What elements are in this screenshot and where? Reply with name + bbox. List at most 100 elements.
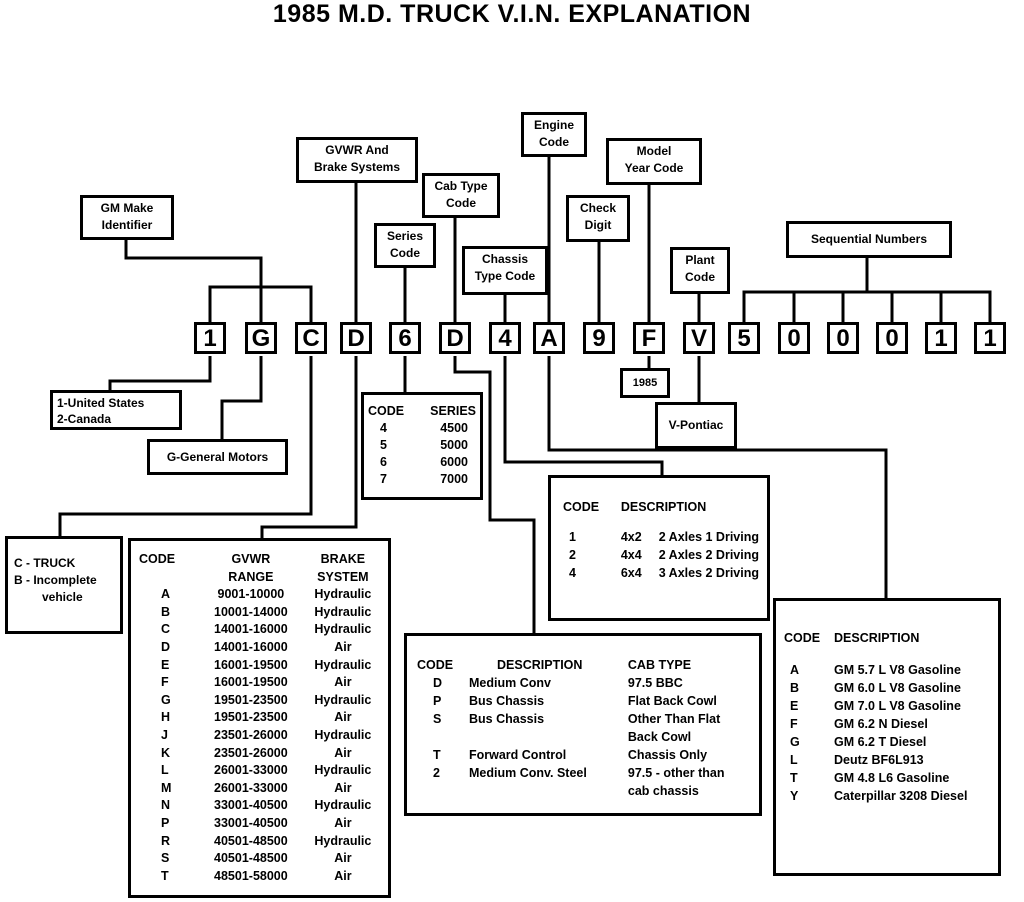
table-cell: 23501-26000 <box>214 727 288 742</box>
table-cell: 3 Axles 2 Driving <box>658 566 759 580</box>
table-cell: Medium Conv <box>469 676 551 690</box>
table-cell: 26001-33000 <box>214 780 288 795</box>
table-cell: Flat Back Cowl <box>627 694 717 708</box>
table-cell: S <box>161 851 170 866</box>
table-cell: GM 6.0 L V8 Gasoline <box>834 681 961 695</box>
table-cell: 97.5 - other than <box>627 766 725 780</box>
table-cell: F <box>790 717 798 731</box>
table-cell: Air <box>334 868 352 883</box>
table-cell: 33001-40500 <box>214 815 288 830</box>
table-cell: GM 7.0 L V8 Gasoline <box>834 699 961 713</box>
table-cell: J <box>161 727 168 742</box>
table-cell: 48501-58000 <box>214 868 288 883</box>
table-cell: 4x2 <box>620 530 642 544</box>
table-cell: 9001-10000 <box>217 587 285 602</box>
table-cell: Other Than Flat <box>627 712 721 726</box>
table-cell: 14001-16000 <box>214 639 288 654</box>
table-cell: 40501-48500 <box>214 833 288 848</box>
vin-char: G <box>245 322 277 354</box>
vin-char: 5 <box>728 322 760 354</box>
table-cell: A <box>790 663 800 677</box>
table-cell: F <box>161 675 169 690</box>
table-cell: 40501-48500 <box>214 851 288 866</box>
plant-value: V-Pontiac <box>655 402 737 449</box>
vin-char: 1 <box>974 322 1006 354</box>
table-cell: 2 <box>569 548 576 562</box>
table-cell: D <box>161 639 171 654</box>
manufacturer-label: G-General Motors <box>147 439 288 475</box>
table-cell: Hydraulic <box>314 587 372 602</box>
table-cell: L <box>790 753 798 767</box>
table-cell <box>417 782 457 800</box>
table-cell: Hydraulic <box>314 763 372 778</box>
table-row: Back Cowl <box>417 728 755 746</box>
vin-char: D <box>340 322 372 354</box>
vin-char: 6 <box>389 322 421 354</box>
table-cell: S <box>433 712 442 726</box>
table-cell: B <box>161 604 171 619</box>
table-cell: Air <box>334 780 352 795</box>
table-cell: K <box>161 745 171 760</box>
table-cell: T <box>433 748 441 762</box>
table-cell: GM 6.2 N Diesel <box>834 717 928 731</box>
table-cell: Hydraulic <box>314 798 372 813</box>
table-cell: Air <box>334 639 352 654</box>
table-cell: 97.5 BBC <box>627 676 683 690</box>
model-year-value: 1985 <box>620 368 670 398</box>
table-cell: T <box>790 771 798 785</box>
table-cell: Bus Chassis <box>469 712 545 726</box>
diagram-title: 1985 M.D. TRUCK V.I.N. EXPLANATION <box>272 0 752 28</box>
table-cell: Hydraulic <box>314 604 372 619</box>
table-cell: 16001-19500 <box>214 675 288 690</box>
table-cell <box>457 728 628 746</box>
vin-char: 1 <box>925 322 957 354</box>
table-cell: 33001-40500 <box>214 798 288 813</box>
table-cell: 19501-23500 <box>214 710 288 725</box>
table-cell: 2 Axles 1 Driving <box>658 530 759 544</box>
table-cell: P <box>161 815 170 830</box>
vin-char: D <box>439 322 471 354</box>
vin-char: 0 <box>778 322 810 354</box>
table-row: F 16001-19500 Air <box>139 674 383 692</box>
vin-char: V <box>683 322 715 354</box>
table-cell: Air <box>334 675 352 690</box>
table-row: F GM 6.2 N Diesel <box>784 715 994 733</box>
table-cell: 26001-33000 <box>214 763 288 778</box>
table-cell: 10001-14000 <box>214 604 288 619</box>
vin-char: A <box>533 322 565 354</box>
